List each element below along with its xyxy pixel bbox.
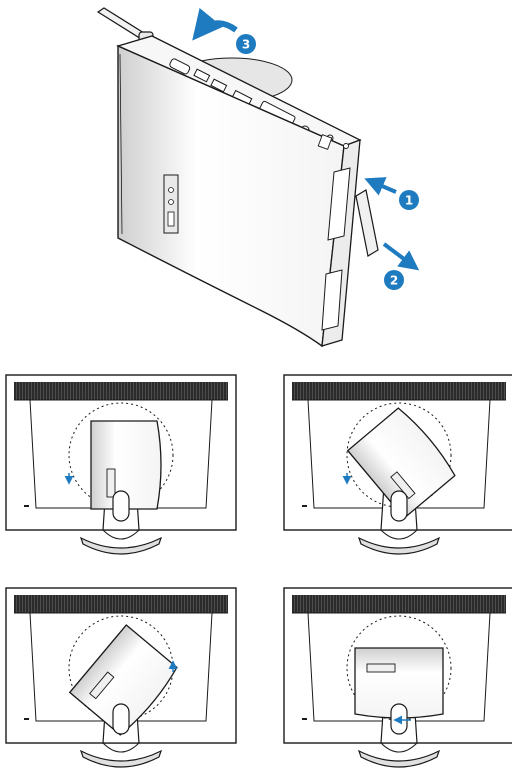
stand-base: [79, 536, 163, 555]
device-io: [106, 468, 116, 498]
monitor-back-panel: [29, 399, 213, 509]
monitor-back-panel: [29, 612, 213, 722]
vent-band: [14, 595, 228, 613]
stand-base: [357, 749, 441, 768]
vent-band: [292, 595, 506, 613]
front-io: [163, 174, 179, 234]
device-side-panel: [117, 44, 345, 348]
device-io: [390, 471, 416, 500]
vent-band: [14, 382, 228, 400]
step2-arrow: [382, 242, 420, 271]
pc-stand-illustration: 1 2 3: [96, 7, 420, 348]
indicator-mark: [302, 718, 307, 720]
device-io: [89, 671, 115, 700]
stand-knob: [390, 490, 408, 522]
mounted-device: [90, 420, 162, 510]
stand-knob: [390, 703, 408, 735]
stand-base: [79, 749, 163, 768]
device-io: [366, 663, 396, 673]
vent-slots: [321, 167, 351, 331]
mounted-device: [68, 624, 178, 736]
monitor-panel: [5, 374, 237, 555]
stand-base: [357, 536, 441, 555]
step2-badge: 2: [384, 270, 404, 290]
monitor-back-panel: [307, 612, 491, 722]
step3-label: 3: [242, 38, 250, 52]
end-connectors: [317, 134, 349, 150]
indicator-mark: [24, 718, 29, 720]
step1-arrow: [364, 177, 397, 196]
indicator-mark: [302, 505, 307, 507]
step3-badge: 3: [236, 34, 256, 54]
stand-knob: [112, 490, 130, 522]
stand-bracket: [355, 189, 379, 257]
mounted-device: [346, 407, 456, 519]
step2-label: 2: [390, 274, 398, 288]
vent-band: [292, 382, 506, 400]
stand-knob: [112, 703, 130, 735]
monitor-panel: [283, 374, 512, 555]
indicator-mark: [24, 505, 29, 507]
step1-badge: 1: [399, 190, 419, 210]
step1-label: 1: [405, 194, 413, 208]
step3-arrow: [192, 7, 238, 41]
rotation-panels: [5, 374, 512, 768]
monitor-back-panel: [307, 399, 491, 509]
monitor-panel: [283, 587, 512, 768]
monitor-panel: [5, 587, 237, 768]
